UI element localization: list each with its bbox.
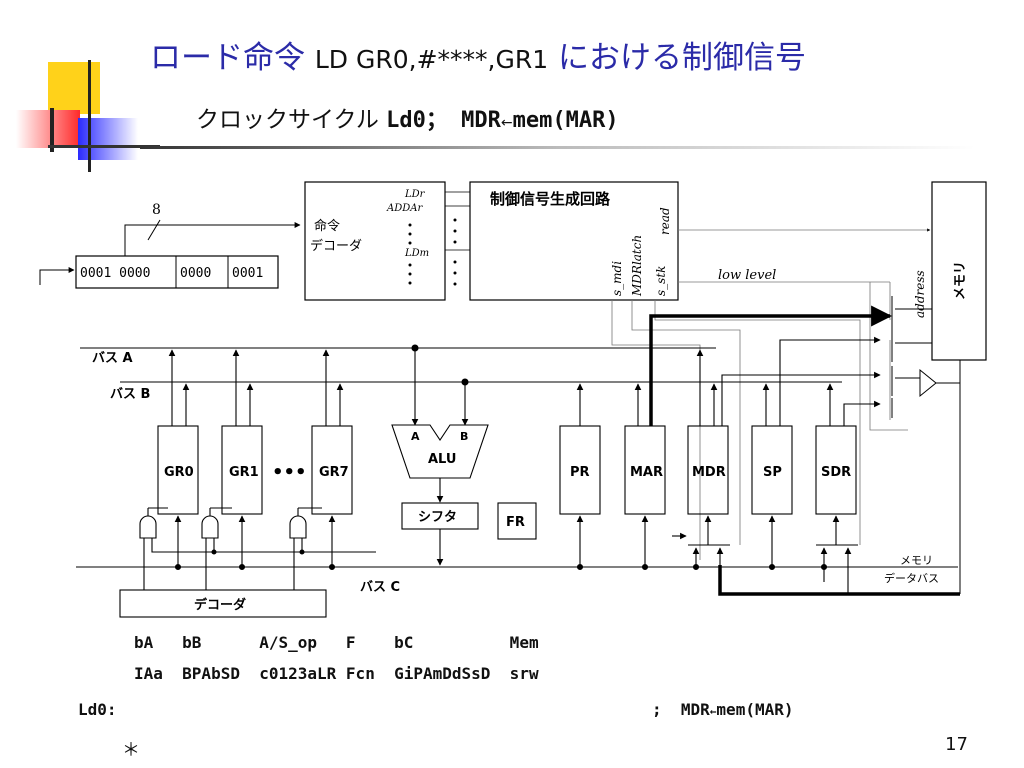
shifter-label: シフタ [418,510,457,525]
reg-gr7: GR7 [319,465,349,480]
bottom-decoder-label: デコーダ [194,597,246,613]
signal-table-row-comment: ; MDR←mem(MAR) [652,700,794,719]
bus-c-label: バス C [360,580,400,595]
signal-ldm: LDm [404,248,429,259]
reg-sp: SP [763,465,782,480]
decoder-label-2: デコーダ [310,238,362,254]
alu-input-a: A [411,430,420,443]
signal-s-mdi: s_mdi [610,261,624,296]
signal-read: read [658,207,672,235]
bus-b-label: バス B [110,387,150,402]
bottom-decoder: デコーダ [119,589,327,618]
instruction-register: 0001 0000 0000 0001 8 [39,202,301,289]
control-signal-generator: 制御信号生成回路 s_mdi MDRlatch s_stk read [469,181,679,301]
ir-field-2: 0000 [180,266,211,281]
alu-input-b: B [460,430,468,443]
low-level-label: low level [718,268,776,283]
footnote-asterisk: ＊ [122,740,140,761]
reg-sdr: SDR [821,465,851,480]
instruction-decoder: 命令 デコーダ LDr ADDAr LDm [304,181,470,301]
signal-addar: ADDAr [386,203,423,214]
decoder-label-1: 命令 [314,218,340,234]
alu-unit: ALU A B シフタ FR [391,344,537,566]
address-label: address [913,270,927,318]
signal-ldr: LDr [404,189,426,200]
field-width-label: 8 [152,202,161,218]
alu-label: ALU [428,452,456,467]
register-ellipsis: ••• [272,462,307,483]
signal-mdrlatch: MDRlatch [630,235,644,297]
bus-a-label: バス A [92,351,133,366]
ir-field-1: 0001 0000 [80,266,150,281]
memory-unit: メモリ address [913,181,987,361]
signal-table-row-label: Ld0: [78,700,117,719]
reg-mdr: MDR [692,465,726,480]
mem-data-bus-label-1: メモリ [900,554,933,567]
general-registers: GR0 GR1 GR7 ••• [139,349,376,590]
signal-s-stk: s_stk [654,266,668,296]
memory-label: メモリ [953,261,968,300]
reg-gr1: GR1 [229,465,259,480]
slide-subtitle: クロックサイクル Ld0； MDR←mem(MAR) [196,107,619,133]
signal-table-header-2: IAa BPAbSD c0123aLR Fcn GiPAmDdSsD srw [134,664,539,683]
reg-gr0: GR0 [164,465,194,480]
control-title: 制御信号生成回路 [490,190,611,208]
mem-data-bus-label-2: データバス [884,571,939,585]
slide-title: ロード命令 LD GR0,#****,GR1 における制御信号 [150,40,806,76]
fr-label: FR [506,515,525,530]
ir-field-3: 0001 [232,266,263,281]
special-registers: PR MAR MDR SP SDR [559,336,881,594]
page-number: 17 [945,734,968,755]
reg-mar: MAR [630,465,663,480]
signal-table-header-1: bA bB A/S_op F bC Mem [134,633,539,652]
slide-logo [16,60,160,172]
reg-pr: PR [570,465,590,480]
title-underline [140,146,975,149]
